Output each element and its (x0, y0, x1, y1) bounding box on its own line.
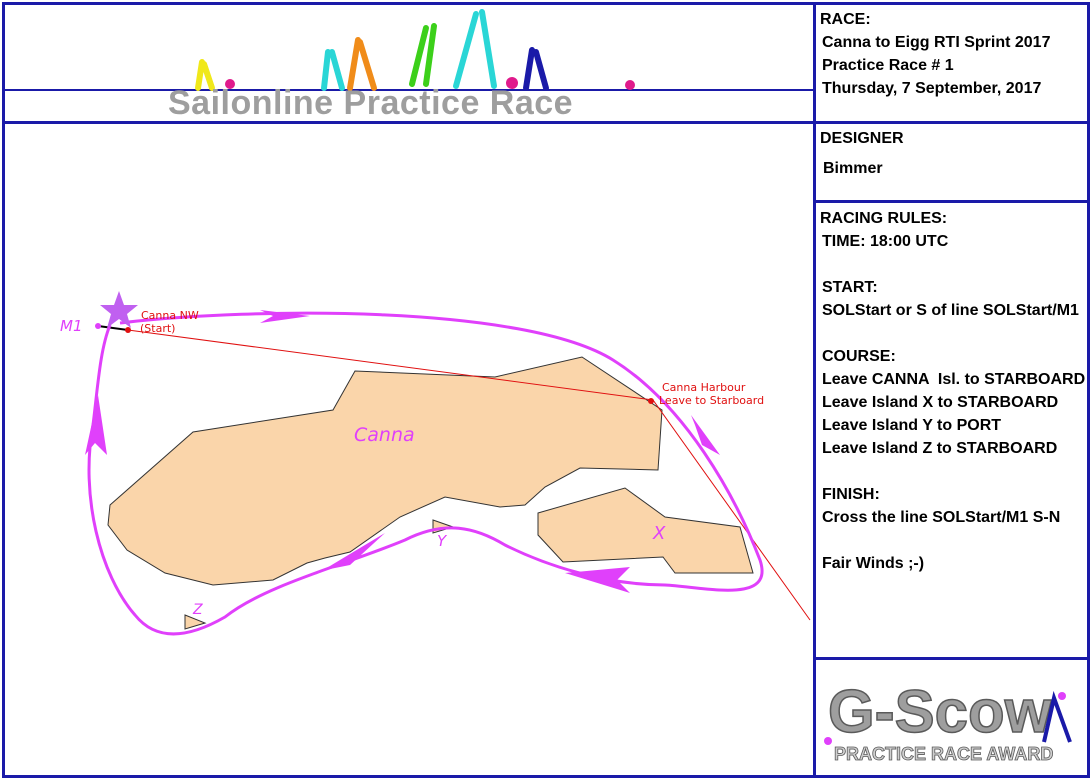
designer-heading: DESIGNER (820, 130, 904, 147)
race-panel: RACE: Canna to Eigg RTI Sprint 2017 Prac… (820, 8, 1050, 100)
island-z (184, 614, 207, 630)
harbour-label: Canna Harbour (662, 381, 746, 394)
rules-line: Leave Island X to STARBOARD (822, 394, 1059, 411)
course-route (87, 311, 764, 636)
rules-line: COURSE: (822, 348, 896, 365)
y-label: Y (437, 532, 448, 550)
g-scow-award-logo: G-Scow PRACTICE RACE AWARD (824, 677, 1072, 764)
sail-yellow (195, 59, 215, 91)
divider-award (813, 657, 1090, 660)
buoy-right (625, 80, 635, 90)
course-arrow (260, 310, 310, 323)
m1-mark (95, 323, 101, 329)
start-star-icon (100, 291, 138, 328)
start-label: Canna NW (141, 309, 199, 322)
x-label: X (652, 523, 666, 544)
start-sub-label: (Start) (140, 322, 175, 335)
start-mark (125, 327, 131, 333)
award-subtitle: PRACTICE RACE AWARD (834, 744, 1053, 764)
rules-heading: RACING RULES: (820, 210, 948, 227)
racing-rules-panel: RACING RULES: TIME: 18:00 UTC START: SOL… (820, 207, 1085, 575)
rules-line: SOLStart or S of line SOLStart/M1 (822, 302, 1079, 319)
sail-cyan-big (453, 9, 497, 89)
m1-label: M1 (60, 317, 83, 335)
rules-line: Cross the line SOLStart/M1 S-N (822, 509, 1061, 526)
divider-banner-mid (2, 89, 813, 91)
course-map: M1 Canna NW (Start) Canna Harbour Leave … (60, 291, 811, 636)
divider-banner-bottom (2, 121, 1090, 124)
course-arrow (691, 415, 720, 455)
race-date: Thursday, 7 September, 2017 (822, 80, 1042, 97)
race-heading: RACE: (820, 11, 871, 28)
divider-designer (813, 200, 1090, 203)
rules-line: TIME: 18:00 UTC (822, 233, 949, 250)
harbour-mark (648, 398, 654, 404)
sail-green (409, 23, 437, 87)
rules-line: Leave Island Z to STARBOARD (822, 440, 1058, 457)
rules-line: FINISH: (822, 486, 880, 503)
sail-orange (347, 37, 377, 91)
rules-line: Leave Island Y to PORT (822, 417, 1002, 434)
sail-cyan-left (321, 49, 345, 91)
designer-panel: DESIGNER Bimmer (820, 127, 904, 180)
z-label: Z (192, 602, 203, 618)
banner-title: Sailonline Practice Race (168, 84, 574, 122)
harbour-sub-label: Leave to Starboard (659, 394, 764, 407)
buoy-center (506, 77, 518, 89)
rules-line: START: (822, 279, 878, 296)
award-dot-icon (1058, 692, 1066, 700)
course-arrow (85, 395, 107, 455)
buoy-left (225, 79, 235, 89)
course-arrow (315, 533, 385, 575)
race-name: Canna to Eigg RTI Sprint 2017 (822, 34, 1051, 51)
rules-line: Leave CANNA Isl. to STARBOARD (822, 371, 1086, 388)
sails-logo (195, 9, 635, 91)
course-arrow (565, 567, 630, 593)
designer-name: Bimmer (823, 160, 883, 177)
rules-line (820, 322, 1085, 345)
award-sail-icon (1042, 690, 1072, 743)
canna-label: Canna (354, 424, 415, 446)
rules-line (820, 460, 1085, 483)
rules-line: Fair Winds ;-) (822, 555, 925, 572)
rules-line (820, 529, 1085, 552)
sail-blue (523, 47, 549, 91)
award-title: G-Scow (828, 678, 1052, 745)
island-x (537, 487, 754, 574)
island-canna (107, 356, 663, 586)
race-number: Practice Race # 1 (822, 57, 954, 74)
rules-line (820, 253, 1085, 276)
divider-vertical (813, 2, 816, 778)
start-line (97, 325, 129, 331)
award-dot-icon (824, 737, 832, 745)
